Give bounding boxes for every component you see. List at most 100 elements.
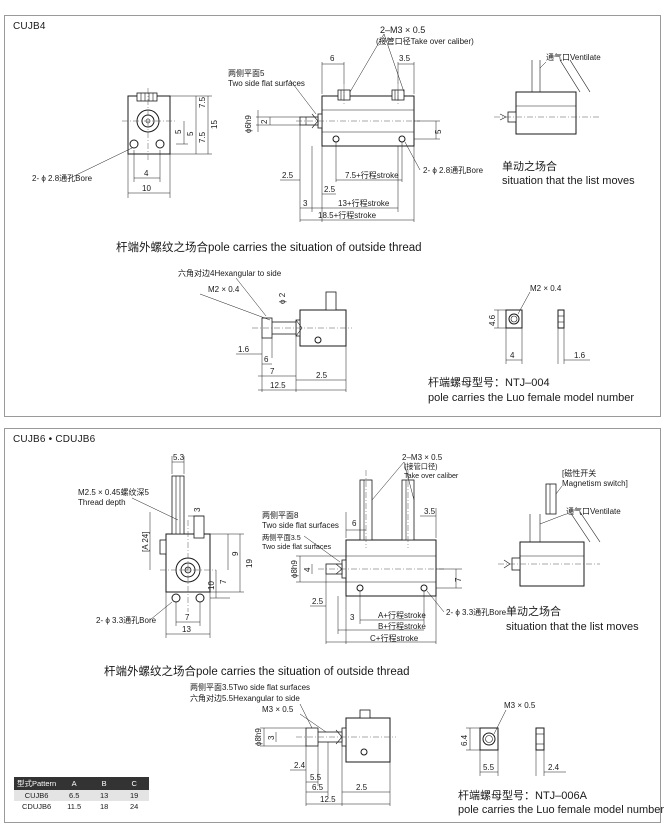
dim-5-3: 5.3 <box>173 453 185 462</box>
dim-13: 13 <box>182 625 191 634</box>
rod-flat-label-p2: 两侧平面3.5Two side flat surfaces <box>190 682 310 692</box>
bore-label-p2-left: 2- ϕ 3.3通孔Bore <box>96 615 157 625</box>
stroke-18-5: 18.5+行程stroke <box>318 210 377 220</box>
cujb4-single-acting-view: 通气口Ventilate 单动之场合 situation that the li… <box>494 52 635 187</box>
mag-switch-en: Magnetism switch] <box>562 479 628 488</box>
dim-3: 3 <box>303 199 308 208</box>
thread-depth-label: Thread depth <box>78 498 126 507</box>
port-caliber-cn: (接管口径) <box>404 462 438 471</box>
cujb4-front-view: 7.5 5 7.5 15 5 4 10 2- ϕ 2.8通孔Bore <box>32 88 219 198</box>
cell-a: 6.5 <box>59 790 90 801</box>
header-a: A <box>59 777 90 790</box>
rod-dim-2-4: 2.4 <box>294 761 306 770</box>
dim-10-p2: 10 <box>207 581 216 590</box>
flat35-en: Two side flat surfaces <box>262 542 332 551</box>
cell-b: 18 <box>89 801 120 812</box>
nut-m3-label: M3 × 0.5 <box>504 701 536 710</box>
dim-15: 15 <box>210 120 219 129</box>
header-b: B <box>89 777 120 790</box>
rod-phi-8h9: ϕ8h9 <box>254 728 263 746</box>
rod-dim-6-5: 6.5 <box>312 783 324 792</box>
dim-7-5-top: 7.5 <box>198 96 207 108</box>
table-row: CDUJB6 11.5 18 24 <box>14 801 150 812</box>
dim-3-p2: 3 <box>193 507 202 512</box>
dim-7-5-bottom: 7.5 <box>198 131 207 143</box>
table-row: CUJB6 6.5 13 19 <box>14 790 150 801</box>
bore-label-right: 2- ϕ 2.8通孔Bore <box>423 165 484 175</box>
cujb6-side-view: 6 3.5 2–M3 × 0.5 (接管口径) Take over calibe… <box>262 453 507 644</box>
rod-hex-label: 六角对边4Hexangular to side <box>178 268 282 278</box>
bore-label-left: 2- ϕ 2.8通孔Bore <box>32 173 93 183</box>
spec-table-header: 型式Pattern A B C <box>14 777 150 790</box>
thread-caption-1: 杆端外螺纹之场合pole carries the situation of ou… <box>116 240 422 254</box>
nut-dim-2-4: 2.4 <box>548 763 560 772</box>
stroke-b: B+行程stroke <box>378 621 426 631</box>
nut-dim-1-6: 1.6 <box>574 351 586 360</box>
rod-dim-3-p2: 3 <box>267 735 276 740</box>
port-caliber-label: (接管口径Take over caliber) <box>376 36 474 46</box>
header-c: C <box>119 777 150 790</box>
single-acting-cn: 单动之场合 <box>502 159 557 173</box>
cell-model: CUJB6 <box>14 790 60 801</box>
rod-dim-12-5: 12.5 <box>270 381 286 390</box>
single-acting-p2-cn: 单动之场合 <box>506 604 561 618</box>
stroke-7-5: 7.5+行程stroke <box>345 170 399 180</box>
dim-7-right: 7 <box>454 577 463 582</box>
cujb4-side-view: 6 3.5 2–M3 × 0.5 (接管口径Take over caliber)… <box>228 25 484 222</box>
panel-cujb4: CUJB4 <box>4 15 661 417</box>
thread-caption-2: 杆端外螺纹之场合pole carries the situation of ou… <box>104 664 410 678</box>
rod-m3-label: M3 × 0.5 <box>262 705 294 714</box>
header-pattern: 型式Pattern <box>14 777 60 790</box>
cujb4-nut-view: M2 × 0.4 4.6 4 1.6 杆端螺母型号：NTJ–004 pole c… <box>428 284 634 404</box>
mag-switch-cn: [磁性开关 <box>562 468 596 478</box>
rod-dim-12-5-p2: 12.5 <box>320 795 336 804</box>
phi-8h9: ϕ8h9 <box>290 560 299 578</box>
rod-dim-1-6: 1.6 <box>238 345 250 354</box>
nut-dim-6-4: 6.4 <box>460 734 469 746</box>
dim-10: 10 <box>142 184 151 193</box>
flat-surfaces-cn: 两侧平面5 <box>228 68 265 78</box>
dim-3-5: 3.5 <box>399 54 411 63</box>
rod-dim-2-5: 2.5 <box>316 371 328 380</box>
cell-c: 24 <box>119 801 150 812</box>
cujb6-rod-end-view: 两侧平面3.5Two side flat surfaces 六角对边5.5Hex… <box>190 682 396 806</box>
cujb6-single-acting-view: [磁性开关 Magnetism switch] 通气口Ventilate 单动之… <box>498 468 639 633</box>
cell-c: 19 <box>119 790 150 801</box>
dim-2-5-a: 2.5 <box>282 171 294 180</box>
dim-3-5-p2: 3.5 <box>424 507 436 516</box>
dim-6: 6 <box>330 54 335 63</box>
flat35-cn: 两侧平面3.5 <box>262 533 301 542</box>
dim-2-5-b: 2.5 <box>324 185 336 194</box>
flat-surfaces-en: Two side flat surfaces <box>228 79 305 88</box>
nut-dim-4-6: 4.6 <box>488 314 497 326</box>
nut-model-en: pole carries the Luo female model number <box>428 392 634 404</box>
panel-title-2: CUJB6 • CDUJB6 <box>13 434 96 445</box>
dim-a24: [A 24] <box>141 532 150 552</box>
m25-thread-label: M2.5 × 0.45螺纹深5 <box>78 487 149 497</box>
dim-5-inner: 5 <box>174 129 183 134</box>
stroke-c: C+行程stroke <box>370 633 419 643</box>
dim-7-p2: 7 <box>219 579 228 584</box>
cell-model: CDUJB6 <box>14 801 60 812</box>
dim-4: 4 <box>144 169 149 178</box>
ventilate-p2: 通气口Ventilate <box>566 506 621 516</box>
dim-5-right: 5 <box>434 129 443 134</box>
rod-dim-2-5-p2: 2.5 <box>356 783 368 792</box>
dim-9: 9 <box>231 551 240 556</box>
dim-2-5-p2: 2.5 <box>312 597 324 606</box>
dim-4-p2: 4 <box>303 567 312 572</box>
port-thread-label: 2–M3 × 0.5 <box>380 25 425 35</box>
phi-6h9: ϕ6h9 <box>244 115 253 133</box>
spec-table: 型式Pattern A B C CUJB6 6.5 13 19 CDUJB6 1… <box>14 777 150 812</box>
rod-dim-5-5: 5.5 <box>310 773 322 782</box>
cujb6-front-view: 5.3 M2.5 × 0.45螺纹深5 Thread depth 3 [A 24… <box>78 453 254 638</box>
single-acting-en: situation that the list moves <box>502 175 635 187</box>
rod-dim-6: 6 <box>264 355 269 364</box>
stroke-13: 13+行程stroke <box>338 198 390 208</box>
nut-m2-label: M2 × 0.4 <box>530 284 562 293</box>
dim-5-side: 5 <box>186 131 195 136</box>
rod-phi2: ϕ 2 <box>278 292 287 304</box>
ventilate-label: 通气口Ventilate <box>546 52 601 62</box>
dim-7-bottom: 7 <box>185 613 190 622</box>
